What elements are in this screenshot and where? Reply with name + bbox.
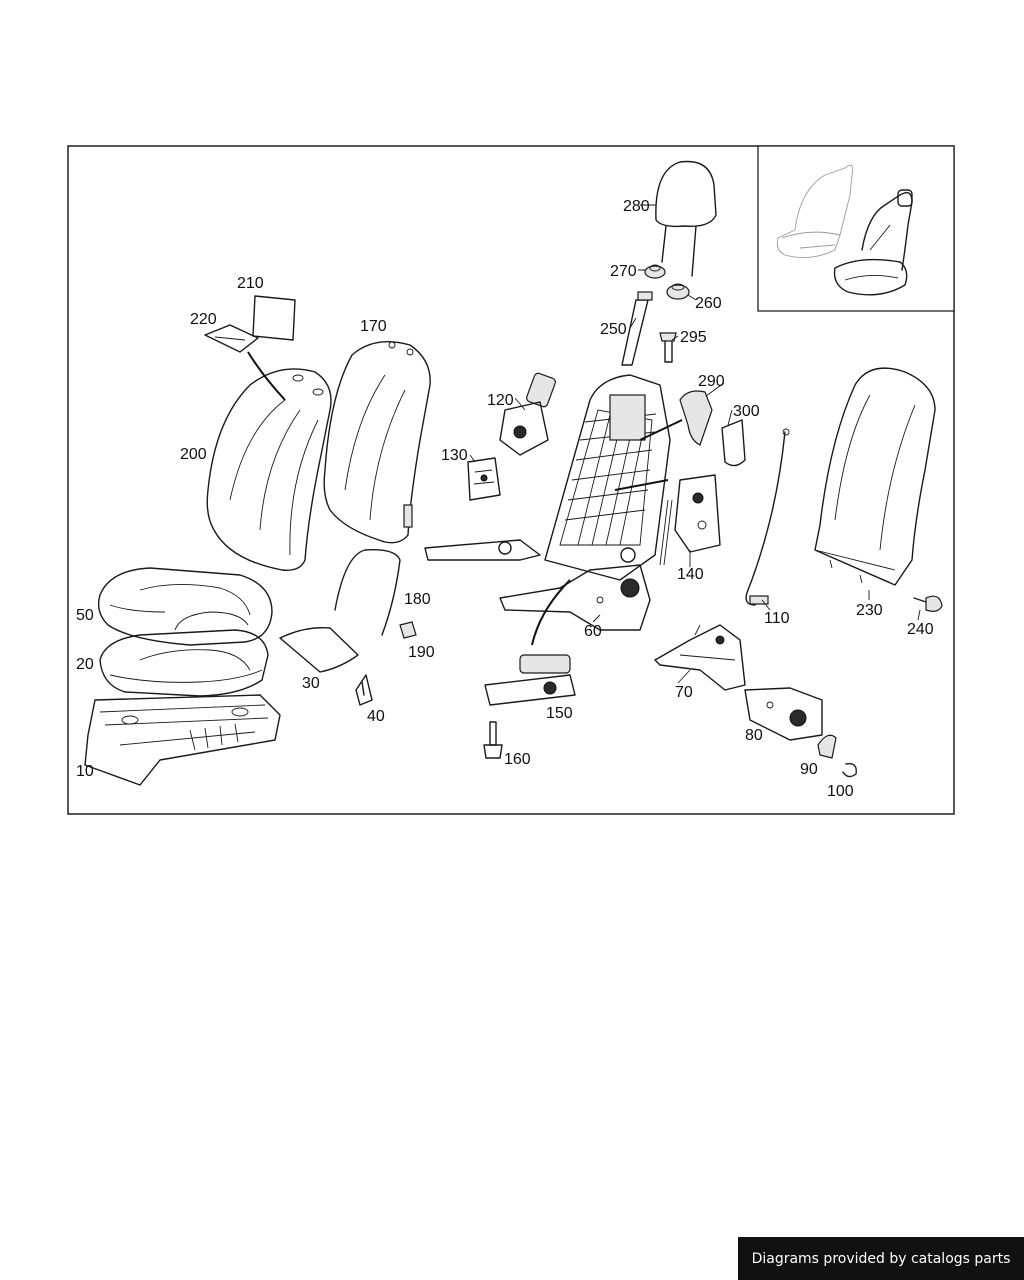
part-fore-aft-motor <box>484 654 576 706</box>
label-230: 230 <box>856 602 883 619</box>
part-headrest-guide <box>621 291 653 366</box>
credit-text: Diagrams provided by catalogs parts <box>751 1250 1011 1267</box>
label-270: 270 <box>610 263 637 280</box>
part-trim-wire <box>279 627 359 673</box>
part-cable <box>745 428 790 606</box>
label-300: 300 <box>733 403 760 420</box>
part-headrest <box>655 160 717 277</box>
label-160: 160 <box>504 751 531 768</box>
part-retainer-clip <box>355 674 373 706</box>
label-10: 10 <box>76 763 94 780</box>
label-260: 260 <box>695 295 722 312</box>
label-70: 70 <box>675 684 693 701</box>
part-cover-cap <box>721 419 746 467</box>
part-spring-clip <box>842 763 857 778</box>
part-backrest-rear-panel <box>814 367 936 586</box>
part-headrest-bolt <box>659 332 677 363</box>
part-bolt <box>483 721 503 759</box>
inset-thumbnail <box>757 145 955 312</box>
leader-lines <box>469 204 921 684</box>
part-seat-cover <box>97 567 273 646</box>
part-lever <box>817 734 837 759</box>
part-seat-cushion-foam <box>99 629 269 697</box>
label-20: 20 <box>76 656 94 673</box>
label-80: 80 <box>745 727 763 744</box>
label-50: 50 <box>76 607 94 624</box>
part-backrest-frame <box>544 374 671 581</box>
assembly-arrow-1 <box>247 351 286 401</box>
credit-footer: Diagrams provided by catalogs parts <box>738 1237 1024 1280</box>
assembly-arrow-3 <box>614 479 669 491</box>
label-100: 100 <box>827 783 854 800</box>
label-190: 190 <box>408 644 435 661</box>
label-200: 200 <box>180 446 207 463</box>
assembly-arrow-4 <box>639 419 683 441</box>
part-backrest-cover <box>206 368 332 571</box>
label-220: 220 <box>190 311 217 328</box>
label-290: 290 <box>698 373 725 390</box>
part-label-pad <box>252 295 296 341</box>
diagram-frame <box>67 145 955 815</box>
label-90: 90 <box>800 761 818 778</box>
label-295: 295 <box>680 329 707 346</box>
part-latch-mechanism <box>744 687 823 741</box>
part-clip-bracket <box>204 324 259 353</box>
label-110: 110 <box>764 610 790 627</box>
part-backrest-motor <box>499 372 556 456</box>
part-backrest-foam <box>323 340 431 544</box>
label-250: 250 <box>600 321 627 338</box>
label-210: 210 <box>237 275 264 292</box>
label-280: 280 <box>623 198 650 215</box>
part-push-clip <box>913 595 943 612</box>
part-seat-track <box>654 624 746 691</box>
label-30: 30 <box>302 675 320 692</box>
label-120: 120 <box>487 392 514 409</box>
part-headrest-grommet-left <box>644 264 666 279</box>
part-handle-trim <box>679 390 713 446</box>
part-seat-frame <box>84 694 281 786</box>
label-170: 170 <box>360 318 387 335</box>
part-height-adjuster <box>467 457 501 501</box>
label-40: 40 <box>367 708 385 725</box>
label-60: 60 <box>584 623 602 640</box>
label-180: 180 <box>404 591 431 608</box>
label-130: 130 <box>441 447 468 464</box>
assembly-arrow-2 <box>531 579 571 646</box>
label-140: 140 <box>677 566 704 583</box>
part-clip <box>399 621 417 639</box>
part-recliner-base <box>424 539 651 631</box>
part-headrest-grommet-right <box>666 283 690 300</box>
label-150: 150 <box>546 705 573 722</box>
part-lumbar-motor <box>659 474 721 566</box>
part-wire-frame <box>334 549 401 636</box>
label-240: 240 <box>907 621 934 638</box>
